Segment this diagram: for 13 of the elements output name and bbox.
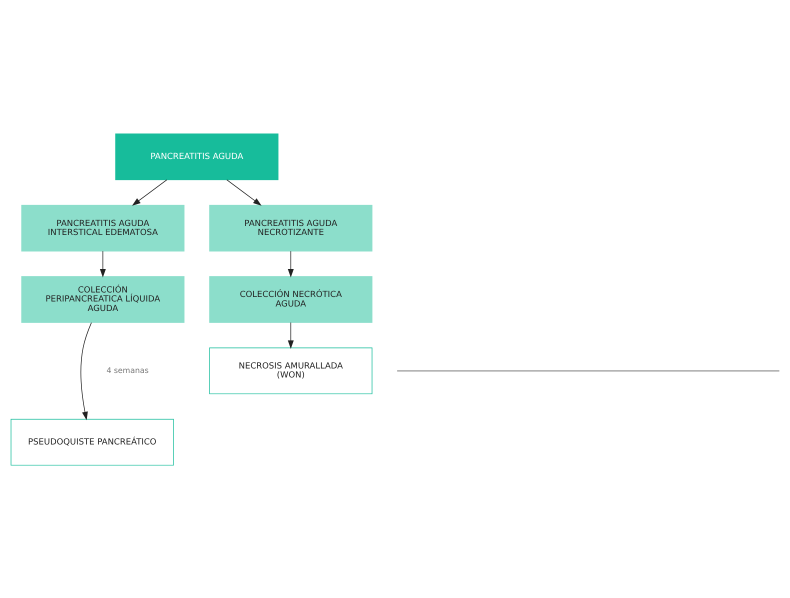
arrow <box>226 178 262 206</box>
arrow <box>288 250 294 277</box>
node-box: PSEUDOQUISTE PANCREÁTICO <box>10 418 174 466</box>
node-box: COLECCIÓN NECRÓTICA AGUDA <box>209 276 372 322</box>
node-box: PANCREATITIS AGUDA NECROTIZANTE <box>209 204 372 251</box>
node-box: PANCREATITIS AGUDA INTERSTICAL EDEMATOSA <box>21 204 184 251</box>
arrow <box>80 322 92 420</box>
arrow <box>288 322 294 348</box>
node-box: NECROSIS AMURALLADA (WON) <box>209 347 372 394</box>
node-box: PANCREATITIS AGUDA <box>115 132 278 180</box>
node-box: COLECCIÓN PERIPANCREATICA LÍQUIDA AGUDA <box>21 276 184 322</box>
arrow <box>100 250 106 277</box>
arrow <box>132 178 168 206</box>
